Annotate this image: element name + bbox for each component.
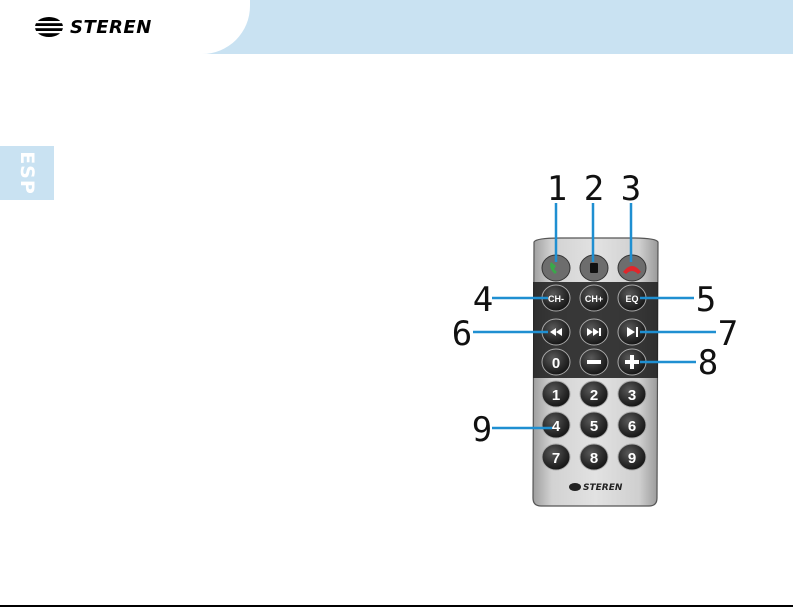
ch-minus-label: CH- bbox=[548, 294, 564, 304]
callout-number-9: 9 bbox=[472, 410, 492, 450]
number-button-4[interactable]: 4 bbox=[542, 412, 570, 438]
number-label-4: 4 bbox=[552, 418, 561, 435]
remote-brand-label: STEREN bbox=[583, 483, 623, 493]
ch-plus-label: CH+ bbox=[585, 294, 603, 304]
eq-label: EQ bbox=[625, 294, 638, 304]
zero-button[interactable]: 0 bbox=[542, 349, 570, 375]
callout-number-3: 3 bbox=[621, 169, 641, 209]
ch-plus-button[interactable]: CH+ bbox=[580, 285, 608, 311]
next-button[interactable] bbox=[580, 319, 608, 345]
callout-number-7: 7 bbox=[718, 314, 738, 354]
number-button-2[interactable]: 2 bbox=[580, 381, 608, 407]
callout-number-5: 5 bbox=[696, 280, 716, 320]
callout-number-4: 4 bbox=[473, 280, 493, 320]
volume-down-icon bbox=[587, 360, 601, 364]
number-label-6: 6 bbox=[628, 418, 636, 435]
number-button-3[interactable]: 3 bbox=[618, 381, 646, 407]
number-label-7: 7 bbox=[552, 450, 560, 467]
zero-label: 0 bbox=[552, 355, 560, 372]
number-label-3: 3 bbox=[628, 387, 636, 404]
callout-number-6: 6 bbox=[452, 314, 472, 354]
volume-down-button[interactable] bbox=[580, 349, 608, 375]
number-button-1[interactable]: 1 bbox=[542, 381, 570, 407]
phone-mode-icon bbox=[590, 263, 598, 273]
number-label-5: 5 bbox=[590, 418, 598, 435]
number-label-8: 8 bbox=[590, 450, 598, 467]
number-button-7[interactable]: 7 bbox=[542, 444, 570, 470]
number-button-5[interactable]: 5 bbox=[580, 412, 608, 438]
number-label-1: 1 bbox=[552, 387, 560, 404]
number-button-8[interactable]: 8 bbox=[580, 444, 608, 470]
callout-number-2: 2 bbox=[584, 169, 604, 209]
number-label-2: 2 bbox=[590, 387, 598, 404]
remote-logo-icon bbox=[569, 483, 581, 491]
number-button-9[interactable]: 9 bbox=[618, 444, 646, 470]
callout-number-1: 1 bbox=[547, 169, 567, 209]
callout-number-8: 8 bbox=[698, 343, 718, 383]
number-button-6[interactable]: 6 bbox=[618, 412, 646, 438]
bottom-divider bbox=[0, 605, 793, 607]
number-label-9: 9 bbox=[628, 450, 636, 467]
